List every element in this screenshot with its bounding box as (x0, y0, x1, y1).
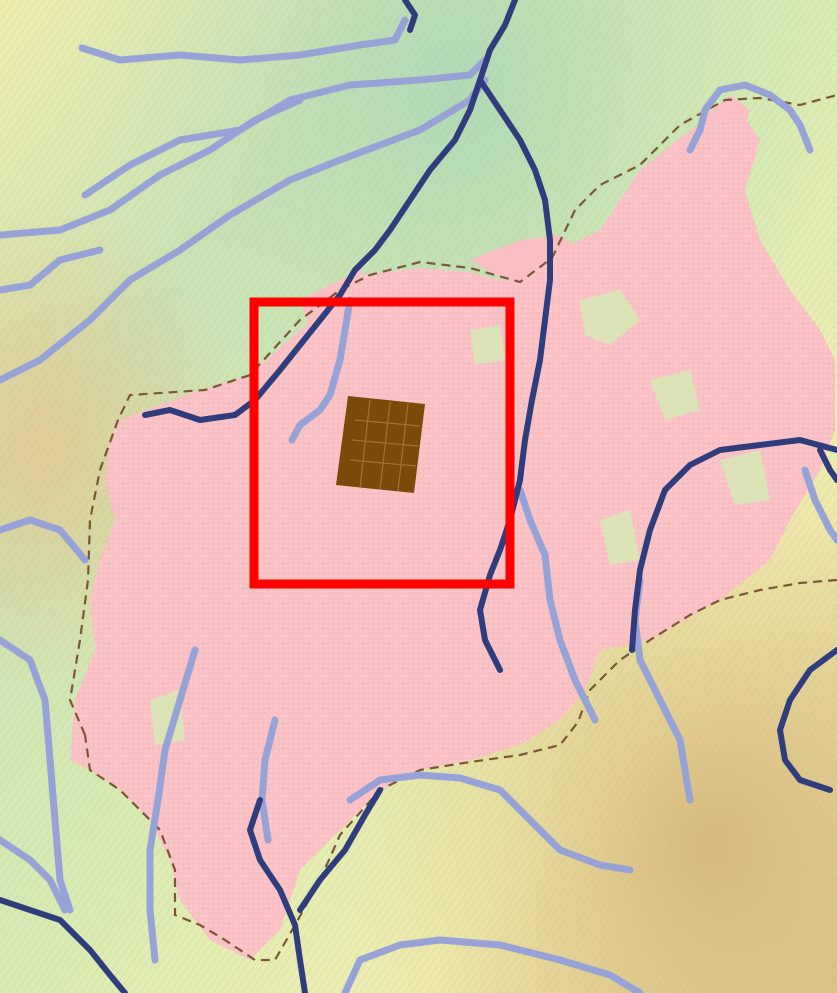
river-main-far-east (777, 647, 837, 793)
river-south-2 (341, 936, 644, 993)
river-central (288, 296, 354, 444)
river-main-east-2 (629, 437, 837, 653)
river-north-west-2 (81, 56, 489, 199)
river-main-south (247, 797, 308, 993)
highlight-box (249, 297, 515, 589)
river-west-3 (0, 516, 89, 564)
city-core (336, 396, 425, 493)
river-west-4 (0, 636, 74, 914)
river-east-3 (801, 466, 837, 544)
river-southwest-2 (258, 716, 279, 844)
river-main-south-2 (297, 787, 383, 913)
minor-rivers (0, 16, 837, 993)
river-south (346, 771, 634, 874)
river-southwest-3 (0, 836, 69, 914)
river-north-west-1 (78, 16, 409, 64)
river-main-east-3 (817, 447, 837, 483)
river-west-1 (0, 76, 489, 384)
river-main-north-tip (402, 0, 418, 33)
river-north-west-3 (0, 96, 304, 239)
river-south-central (516, 486, 599, 724)
urban-texture (70, 110, 835, 960)
river-east-1 (716, 81, 814, 154)
river-main-north (142, 0, 518, 423)
urban-gaps (150, 290, 770, 745)
river-main-southwest (0, 897, 128, 993)
river-west-2 (0, 246, 104, 294)
river-east-2 (686, 86, 724, 154)
river-southwest (146, 646, 199, 964)
